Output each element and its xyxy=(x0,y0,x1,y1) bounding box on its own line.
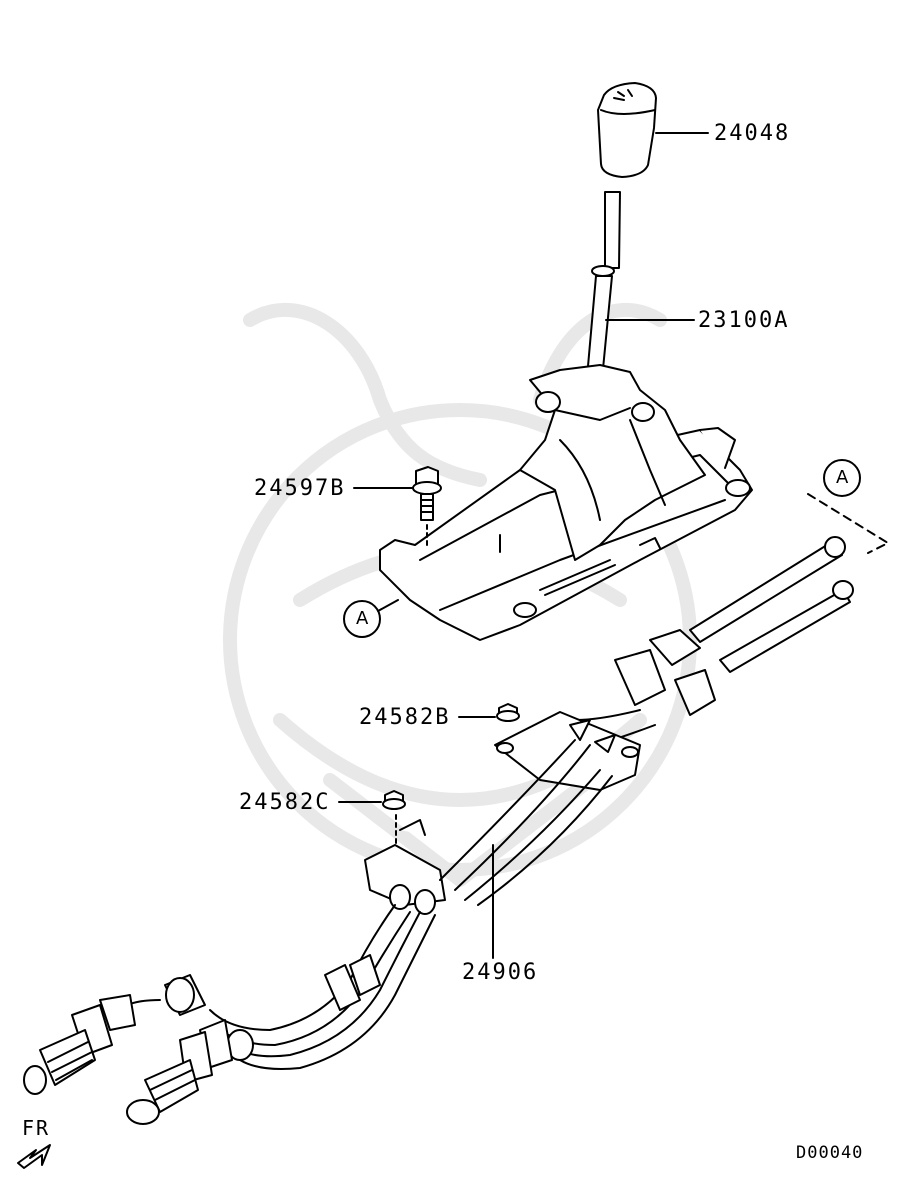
ref-circle-right xyxy=(823,459,861,497)
nut-upper xyxy=(496,703,520,722)
ref-bracket-dashed xyxy=(807,493,889,554)
label-cable: 24906 xyxy=(462,960,539,985)
label-nut-lower: 24582C xyxy=(239,790,331,815)
cable-clip-bracket xyxy=(364,819,446,915)
label-nut-upper: 24582B xyxy=(359,705,451,730)
leader-ref-left xyxy=(377,599,399,612)
ref-circle-left xyxy=(343,600,381,638)
shift-cable xyxy=(209,739,613,1070)
cable-mount-plate xyxy=(494,711,641,791)
nut-lower xyxy=(382,790,406,810)
label-lever: 23100A xyxy=(698,308,790,333)
diagram-code: D00040 xyxy=(796,1143,864,1163)
fr-arrow-icon xyxy=(17,1144,51,1169)
shift-knob xyxy=(597,82,657,178)
shifter-bracket xyxy=(379,364,753,641)
cable-end-left-2 xyxy=(126,1019,254,1125)
cable-end-left-1 xyxy=(23,974,206,1095)
ref-mark-right: A xyxy=(836,467,849,488)
ref-mark-left: A xyxy=(356,608,369,629)
label-bolt: 24597B xyxy=(254,476,346,501)
label-knob: 24048 xyxy=(714,121,791,146)
bolt xyxy=(412,466,442,521)
direction-label: FR xyxy=(22,1116,51,1140)
cable-upper-ends xyxy=(574,536,854,746)
